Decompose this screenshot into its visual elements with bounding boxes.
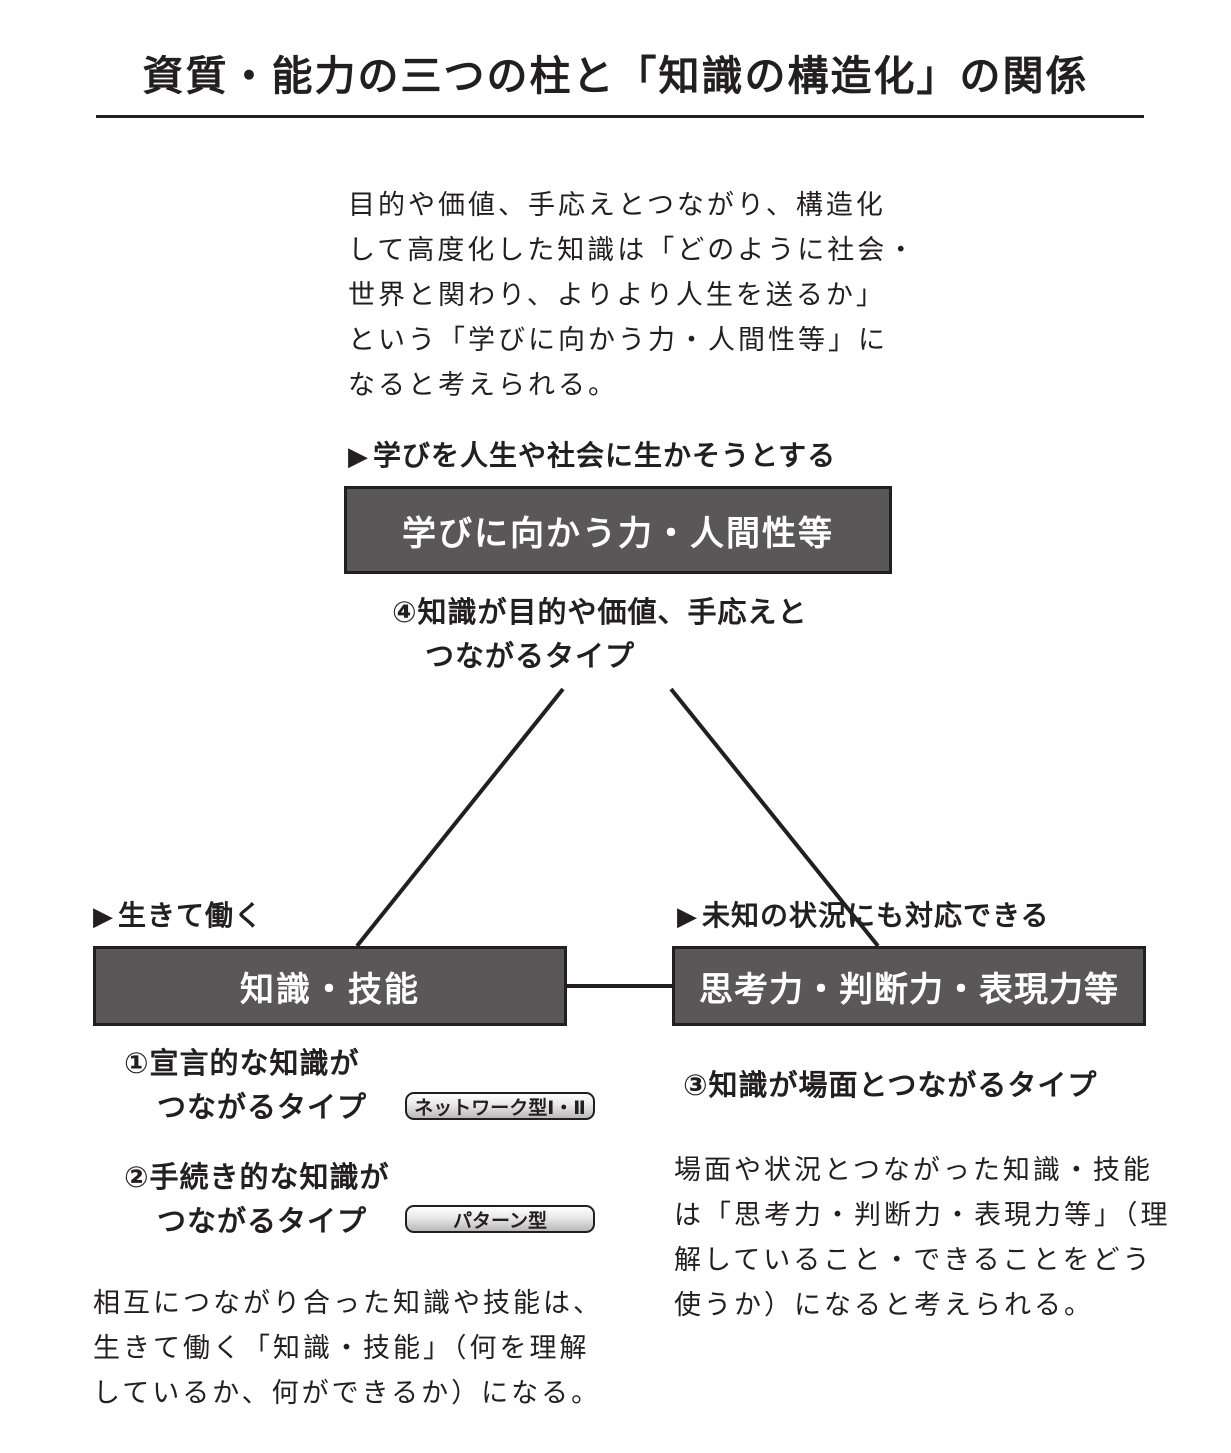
right-note-line: 場面や状況とつながった知識・技能	[674, 1155, 1153, 1186]
type-4: ④知識が目的や価値、手応えと つながるタイプ	[392, 590, 808, 678]
pattern-type-badge: パターン型	[405, 1205, 595, 1233]
type-1-line: ①宣言的な知識が	[124, 1046, 360, 1080]
type-2-line: ②手続き的な知識が	[124, 1160, 390, 1194]
top-pillar-caption-text: 学びを人生や社会に生かそうとする	[373, 439, 837, 472]
right-pillar-label: 思考力・判断力・表現力等	[699, 969, 1119, 1010]
type-4-line: ④知識が目的や価値、手応えと	[392, 595, 808, 629]
type-3-line: ③知識が場面とつながるタイプ	[683, 1068, 1098, 1102]
triangle-arrow-icon: ▶	[677, 902, 698, 932]
line-top-to-left	[355, 687, 565, 948]
pattern-type-badge-label: パターン型	[452, 1209, 548, 1232]
type-4-line: つながるタイプ	[425, 639, 636, 673]
top-note-line: なると考えられる。	[348, 370, 618, 401]
top-note-line: 世界と関わり、よりより人生を送るか」	[348, 280, 886, 311]
left-note: 相互につながり合った知識や技能は、 生きて働く「知識・技能」（何を理解 している…	[93, 1281, 603, 1416]
top-pillar-label: 学びに向かう力・人間性等	[402, 513, 834, 554]
page-title: 資質・能力の三つの柱と「知識の構造化」の関係	[142, 52, 1089, 100]
right-note-line: 解していること・できることをどう	[674, 1245, 1153, 1276]
type-1-line: つながるタイプ	[157, 1090, 368, 1124]
type-2: ②手続き的な知識が つながるタイプ	[124, 1155, 390, 1243]
left-note-line: 相互につながり合った知識や技能は、	[93, 1288, 603, 1319]
left-note-line: しているか、何ができるか）になる。	[93, 1378, 602, 1409]
left-pillar-box: 知識・技能	[93, 946, 567, 1026]
right-pillar-caption-text: 未知の状況にも対応できる	[702, 899, 1050, 932]
title-underline	[96, 115, 1144, 118]
left-note-line: 生きて働く「知識・技能」（何を理解	[93, 1333, 590, 1364]
type-2-line: つながるタイプ	[157, 1204, 368, 1238]
type-1: ①宣言的な知識が つながるタイプ	[124, 1041, 367, 1129]
top-note-line: 目的や価値、手応えとつながり、構造化	[348, 190, 886, 221]
top-pillar-box: 学びに向かう力・人間性等	[344, 486, 892, 574]
line-top-to-right	[669, 687, 880, 948]
right-note-line: 使うか）になると考えられる。	[674, 1290, 1094, 1321]
top-note-line: という「学びに向かう力・人間性等」に	[348, 325, 888, 356]
network-type-badge-label: ネットワーク型Ⅰ・Ⅱ	[414, 1096, 586, 1119]
type-3: ③知識が場面とつながるタイプ	[683, 1063, 1097, 1107]
triangle-arrow-icon: ▶	[348, 442, 369, 472]
right-pillar-box: 思考力・判断力・表現力等	[672, 946, 1146, 1026]
left-pillar-caption-text: 生きて働く	[118, 899, 264, 932]
top-pillar-caption: ▶学びを人生や社会に生かそうとする	[348, 437, 836, 476]
top-note-line: して高度化した知識は「どのように社会・	[348, 235, 918, 266]
right-pillar-caption: ▶未知の状況にも対応できる	[677, 897, 1049, 936]
top-note: 目的や価値、手応えとつながり、構造化 して高度化した知識は「どのように社会・ 世…	[348, 183, 917, 408]
network-type-badge: ネットワーク型Ⅰ・Ⅱ	[405, 1092, 595, 1120]
left-pillar-caption: ▶生きて働く	[93, 897, 263, 936]
triangle-arrow-icon: ▶	[93, 902, 114, 932]
right-note-line: は「思考力・判断力・表現力等」（理	[674, 1200, 1171, 1231]
left-pillar-label: 知識・技能	[240, 969, 420, 1010]
right-note: 場面や状況とつながった知識・技能 は「思考力・判断力・表現力等」（理 解している…	[674, 1148, 1171, 1328]
